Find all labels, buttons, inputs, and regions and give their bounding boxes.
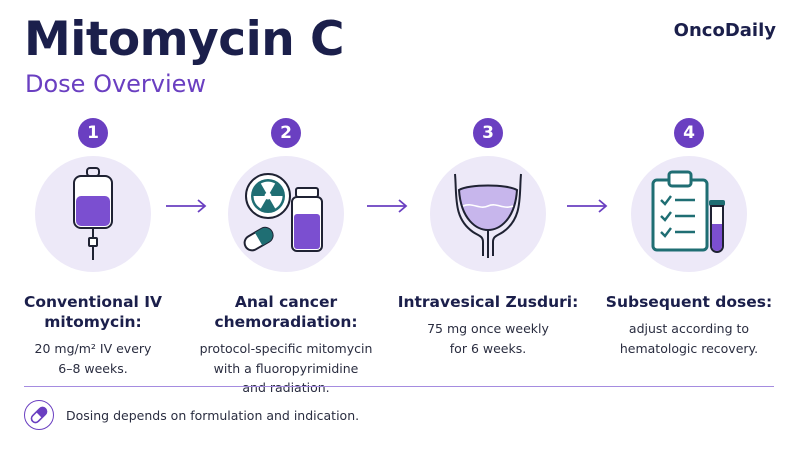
step-heading: Anal cancer chemoradiation: bbox=[214, 293, 358, 332]
arrow-right-icon bbox=[567, 199, 608, 213]
step-heading: Conventional IV mitomycin: bbox=[23, 293, 163, 332]
footnote-text: Dosing depends on formulation and indica… bbox=[66, 408, 360, 423]
page-subtitle: Dose Overview bbox=[25, 70, 207, 98]
step-heading: Subsequent doses: bbox=[605, 293, 773, 311]
arrow-right-icon bbox=[166, 199, 207, 213]
step-number: 3 bbox=[473, 118, 503, 148]
iv-bag-icon bbox=[73, 167, 113, 260]
step-number: 2 bbox=[271, 118, 301, 148]
step-detail: 20 mg/m² IV every 6–8 weeks. bbox=[34, 341, 152, 376]
brand-logo: OncoDaily bbox=[673, 20, 776, 41]
step-detail: protocol-specific mitomycin with a fluor… bbox=[199, 341, 373, 396]
step-icon-circle bbox=[228, 156, 344, 272]
divider bbox=[24, 386, 774, 387]
clipboard-test-tube-icon bbox=[651, 170, 725, 253]
step-icon-circle bbox=[631, 156, 747, 272]
radiation-vial-pill-icon bbox=[243, 173, 323, 252]
page-title: Mitomycin C bbox=[24, 12, 345, 67]
bladder-icon bbox=[454, 173, 522, 258]
arrow-right-icon bbox=[367, 199, 408, 213]
step-detail: 75 mg once weekly for 6 weeks. bbox=[427, 321, 549, 356]
step-icon-circle bbox=[430, 156, 546, 272]
step-number: 4 bbox=[674, 118, 704, 148]
step-4: 4 Subsequent doses: adjust according to … bbox=[589, 118, 789, 358]
step-heading: Intravesical Zusduri: bbox=[397, 293, 579, 311]
step-2: 2 Anal cancer chemoradiation: protocol-s… bbox=[186, 118, 386, 397]
capsule-icon bbox=[24, 400, 54, 430]
step-number: 1 bbox=[78, 118, 108, 148]
step-3: 3 Intravesical Zusduri: 75 mg once weekl… bbox=[388, 118, 588, 358]
step-detail: adjust according to hematologic recovery… bbox=[619, 321, 759, 356]
step-1: 1 Conventional IV mitomycin: 20 mg/m² IV… bbox=[0, 118, 193, 378]
step-icon-circle bbox=[35, 156, 151, 272]
